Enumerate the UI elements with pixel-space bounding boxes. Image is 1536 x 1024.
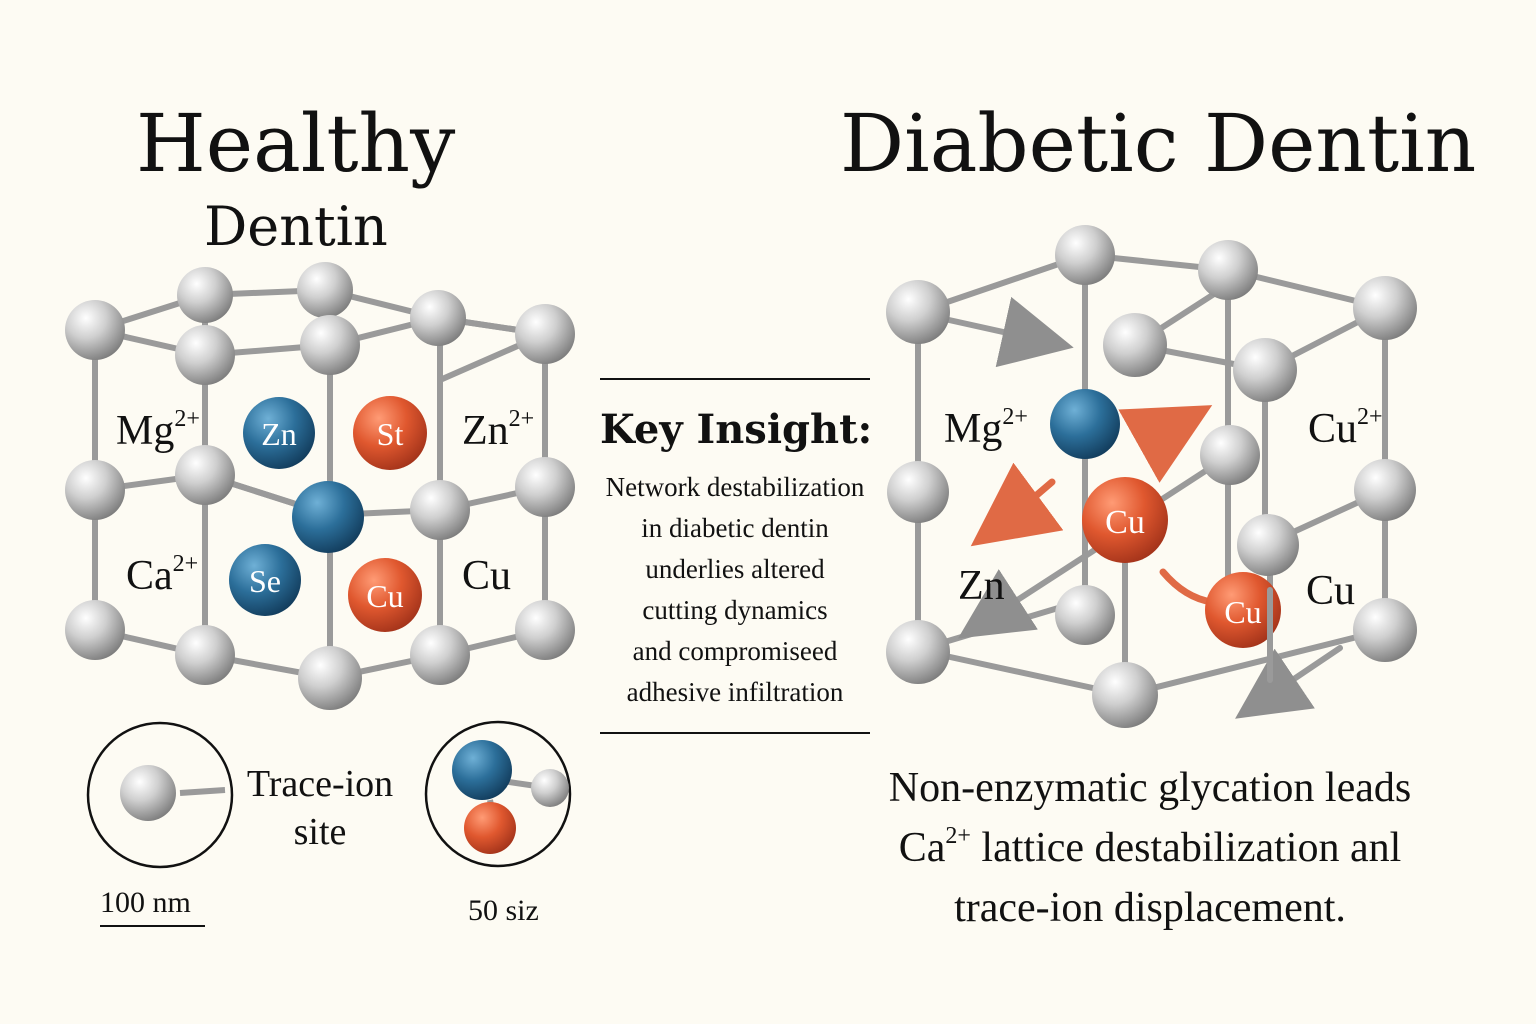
gray-atom — [1237, 514, 1299, 576]
se-atom — [229, 544, 301, 616]
gray-atom — [1353, 276, 1417, 340]
cu-atom — [348, 558, 422, 632]
cu-atom-label: Cu — [366, 578, 403, 614]
mg-blue-atom — [1050, 389, 1120, 459]
orange-arrow — [1118, 405, 1213, 483]
gray-atom — [410, 625, 470, 685]
gray-atom — [300, 315, 360, 375]
central-blue-atom — [292, 481, 364, 553]
gray-atom — [177, 267, 233, 323]
gray-atom — [65, 300, 125, 360]
key-insight-line: underlies altered — [645, 554, 825, 584]
diabetic-lattice-atoms: Cu Cu — [886, 225, 1417, 728]
gray-atom — [1354, 459, 1416, 521]
gray-atom — [298, 646, 362, 710]
diabetic-ion-cu-lower: Cu — [1306, 568, 1356, 614]
trace-ion-atom — [120, 765, 176, 821]
gray-atom — [1198, 240, 1258, 300]
gray-atom — [175, 445, 235, 505]
st-atom — [353, 396, 427, 470]
healthy-ion-zn: Zn2+ — [462, 406, 535, 454]
molecule-blue-atom — [452, 740, 512, 800]
cu-lower-label: Cu — [1224, 594, 1261, 630]
gray-atom — [1353, 598, 1417, 662]
gray-atom — [515, 304, 575, 364]
key-insight-body: Network destabilization in diabetic dent… — [600, 467, 870, 713]
gray-atom — [65, 460, 125, 520]
legend-molecule — [424, 720, 572, 868]
cu-center-label: Cu — [1105, 504, 1145, 541]
diabetic-caption: Non-enzymatic glycation leads Ca2+ latti… — [820, 758, 1480, 938]
gray-atom — [297, 262, 353, 318]
healthy-subtitle: Dentin — [204, 195, 388, 258]
key-insight-line: adhesive infiltration — [626, 677, 844, 707]
gray-atom — [886, 620, 950, 684]
gray-atom — [1092, 662, 1158, 728]
gray-atom — [1233, 338, 1297, 402]
key-insight-box: Key Insight: Network destabilization in … — [600, 378, 873, 734]
zn-atom — [243, 397, 315, 469]
gray-atom — [1200, 425, 1260, 485]
diabetic-ion-cu: Cu2+ — [1308, 404, 1383, 452]
gray-atom — [1055, 585, 1115, 645]
cu-center-atom — [1082, 477, 1168, 563]
gray-atom — [175, 325, 235, 385]
healthy-ion-mg: Mg2+ — [116, 406, 200, 454]
caption-line: Non-enzymatic glycation leads — [888, 765, 1412, 811]
gray-atom — [515, 600, 575, 660]
molecule-gray-atom — [531, 769, 569, 807]
gray-atom — [175, 625, 235, 685]
key-insight-line: Network destabilization — [605, 472, 865, 502]
diabetic-ion-mg: Mg2+ — [944, 404, 1028, 452]
zn-atom-label: Zn — [261, 416, 297, 452]
healthy-ion-ca: Ca2+ — [126, 551, 199, 599]
molecule-orange-atom — [464, 802, 516, 854]
gray-atom — [886, 280, 950, 344]
st-atom-label: St — [377, 416, 404, 452]
key-insight-line: and compromiseed — [632, 636, 838, 666]
key-insight-heading: Key Insight: — [600, 406, 873, 453]
gray-atom — [1055, 225, 1115, 285]
scale-label-50: 50 siz — [468, 894, 539, 927]
key-insight-line: cutting dynamics — [642, 595, 828, 625]
healthy-ion-cu: Cu — [462, 553, 512, 599]
key-insight-line: in diabetic dentin — [641, 513, 829, 543]
legend-trace-ion-label: Trace-ion site — [246, 763, 394, 853]
orange-arrow — [970, 462, 1064, 547]
scale-label-100nm: 100 nm — [100, 886, 191, 919]
healthy-title: Healthy — [136, 97, 456, 190]
se-atom-label: Se — [249, 563, 281, 599]
gray-atom — [410, 480, 470, 540]
legend-trace-ion — [86, 721, 234, 869]
gray-atom — [65, 600, 125, 660]
cu-lower-atom — [1205, 572, 1281, 648]
healthy-lattice-atoms: Zn St Se Cu — [65, 262, 575, 710]
gray-atom — [1103, 313, 1167, 377]
diabetic-ion-zn: Zn — [958, 563, 1005, 609]
diabetic-title: Diabetic Dentin — [840, 97, 1477, 190]
caption-line: trace-ion displacement. — [954, 885, 1346, 931]
gray-atom — [887, 461, 949, 523]
gray-atom — [515, 457, 575, 517]
caption-line: Ca2+ lattice destabilization anl — [898, 823, 1402, 871]
gray-atom — [410, 290, 466, 346]
orange-arrow — [1159, 568, 1216, 606]
